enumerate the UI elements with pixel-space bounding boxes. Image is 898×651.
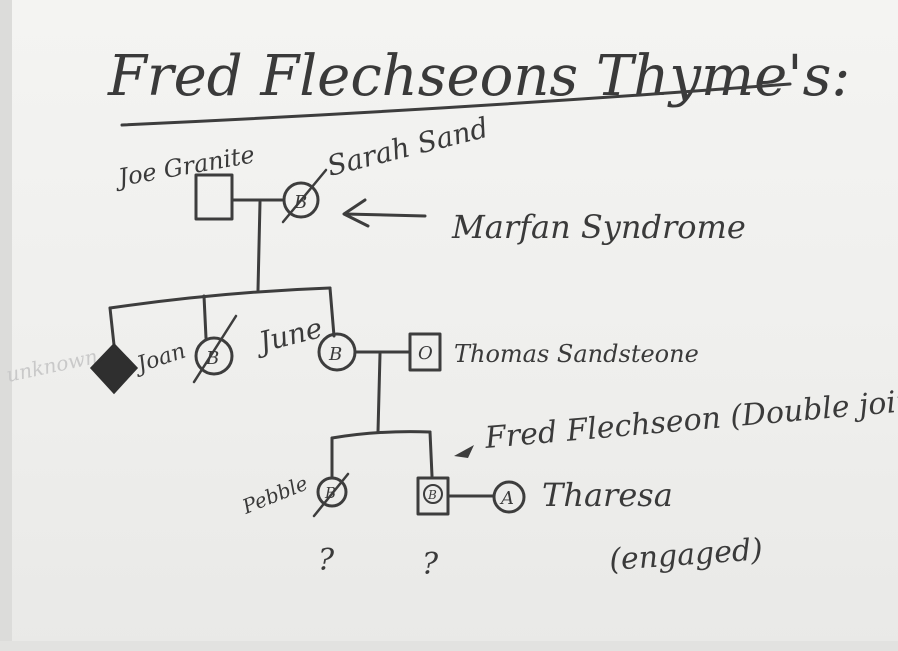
drop-line-june [328, 286, 336, 338]
pebble-deceased-slash [312, 472, 350, 518]
sibship-line-gen2 [108, 286, 332, 310]
pebble-symbol-letter: B [324, 484, 336, 502]
title-underline [120, 82, 792, 127]
diagram-title: Fred Flechseons Thyme's: [107, 44, 850, 109]
theresa-symbol-letter: A [499, 488, 514, 509]
drop-line-joan [202, 294, 208, 340]
joan-deceased-slash [192, 314, 238, 384]
label-joan: Joan [130, 339, 188, 379]
thomas-symbol-letter: O [418, 343, 433, 364]
june-symbol-letter: B [328, 344, 342, 365]
drop-line-unknown [108, 306, 116, 347]
fred-proband-arrow [454, 445, 474, 458]
joe-granite-male-symbol [194, 173, 234, 221]
joan-female-symbol [194, 336, 234, 376]
label-fred-flechseon: Fred Flechseon (Double joint [483, 382, 898, 456]
label-joe-granite: Joe Granite [111, 140, 257, 192]
marfan-arrow-shaft [343, 212, 427, 218]
sarah-deceased-slash [281, 168, 328, 224]
label-sarah-sand: Sarah Sand [324, 111, 492, 183]
sarah-symbol-letter: B [293, 192, 307, 213]
thomas-male-symbol [408, 332, 442, 372]
label-thomas-sandsteone: Thomas Sandsteone [454, 340, 699, 368]
descent-line-gen2 [376, 352, 382, 434]
marfan-arrow-head [342, 198, 370, 228]
joan-symbol-letter: B [205, 348, 219, 369]
paper-edge [0, 0, 12, 651]
label-theresa: Tharesa [542, 476, 673, 514]
label-pebble: Pebble [238, 471, 311, 519]
pebble-child-mark: ? [318, 543, 335, 578]
sibship-line-gen3 [330, 430, 432, 440]
label-unknown-faint: unknown [4, 344, 100, 387]
fred-symbol-letter: B [427, 488, 437, 502]
pebble-female-symbol [316, 476, 348, 508]
label-marfan-syndrome: Marfan Syndrome [451, 208, 746, 246]
unknown-sex-affected-diamond [89, 342, 139, 395]
theresa-female-symbol [492, 480, 526, 514]
fred-child-mark: ? [422, 547, 439, 582]
drop-line-fred [428, 430, 434, 478]
paper-bottom-edge [0, 641, 898, 651]
sarah-sand-female-symbol [282, 181, 320, 219]
descent-line-gen1 [256, 200, 262, 292]
label-june: June [251, 311, 326, 360]
label-engaged: (engaged) [608, 532, 764, 578]
fred-inner-mark [423, 484, 443, 504]
